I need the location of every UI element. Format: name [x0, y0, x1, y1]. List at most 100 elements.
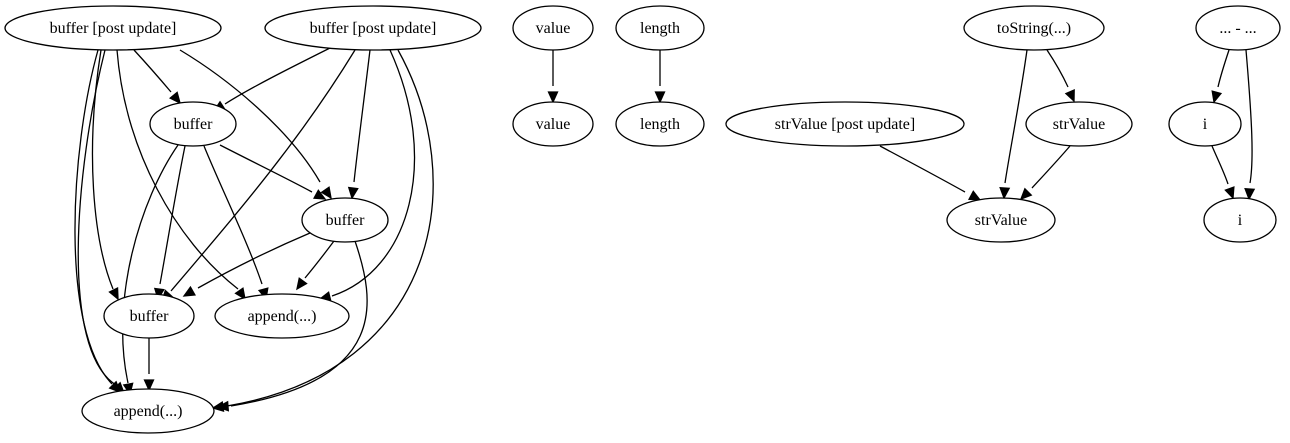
node-ellipse: [301, 197, 389, 243]
arrowhead: [216, 400, 230, 412]
arrowhead: [320, 186, 332, 200]
node-ellipse: [615, 101, 705, 147]
edge-dots-to-i1: [1211, 49, 1230, 104]
arrowhead: [182, 285, 196, 297]
edge-b2-to-bC: [160, 49, 356, 303]
node-label: length: [640, 20, 680, 37]
edge-b2-to-ap1: [318, 49, 416, 302]
arrowhead: [168, 91, 182, 105]
edge-i1-to-i2: [1211, 145, 1235, 200]
node-label: append(...): [248, 308, 317, 325]
node-ellipse: [1025, 101, 1133, 147]
node-ellipse: [615, 5, 705, 51]
node-label: buffer: [174, 116, 213, 133]
edge-b1-to-bA: [133, 49, 182, 105]
edge-svp-to-sv2: [879, 145, 982, 201]
node-label: ... - ...: [1219, 20, 1256, 37]
node-b1: buffer [post update]: [4, 5, 222, 51]
node-ellipse: [946, 197, 1056, 243]
node-label: strValue: [1053, 116, 1105, 133]
edge-ts-to-sv1: [999, 49, 1028, 200]
edge-dots-to-i2: [1244, 49, 1256, 201]
arrowhead: [654, 91, 666, 104]
node-sv1: strValue: [946, 197, 1056, 243]
arrowhead: [1211, 90, 1223, 104]
node-label: buffer [post update]: [50, 20, 177, 37]
node-label: value: [536, 20, 571, 37]
node-ellipse: [512, 5, 594, 51]
arrowhead: [108, 287, 119, 301]
edge-sv1-to-sv2: [1019, 145, 1071, 201]
node-svp: strValue [post update]: [725, 101, 965, 147]
node-ap2: append(...): [81, 388, 215, 434]
node-label: buffer: [130, 308, 169, 325]
node-bC: buffer: [103, 293, 195, 339]
node-b2: buffer [post update]: [264, 5, 482, 51]
edge-bB-to-ap2: [216, 240, 368, 412]
edge-v1-to-v2: [547, 50, 559, 104]
graph-edges: [74, 47, 1256, 412]
edge-b2-to-bB: [347, 49, 371, 200]
edge-l1-to-l2: [654, 50, 666, 104]
node-ellipse: [512, 101, 594, 147]
node-label: value: [536, 116, 571, 133]
node-bB: buffer: [301, 197, 389, 243]
arrowhead: [999, 187, 1011, 200]
edge-bC-to-ap2: [143, 337, 155, 392]
edge-ts-to-sv2: [1046, 49, 1075, 103]
arrowhead: [296, 277, 308, 291]
node-ellipse: [725, 101, 965, 147]
node-label: i: [1203, 116, 1208, 133]
node-ellipse: [81, 388, 215, 434]
arrowhead: [347, 186, 359, 200]
edge-bA-to-ap1: [203, 145, 269, 301]
arrowhead: [1224, 186, 1235, 200]
edge-b1-to-bB: [179, 49, 332, 200]
node-ellipse: [214, 293, 350, 339]
node-label: buffer [post update]: [310, 20, 437, 37]
node-ellipse: [264, 5, 482, 51]
graph-nodes: buffer [post update] buffer [post update]…: [4, 5, 1281, 434]
node-ts: toString(...): [963, 5, 1105, 51]
node-i1: i: [1168, 101, 1242, 147]
edge-bA-to-bC: [153, 145, 186, 301]
node-label: length: [640, 116, 680, 133]
arrowhead: [968, 190, 982, 201]
node-ellipse: [963, 5, 1105, 51]
node-ellipse: [149, 101, 237, 147]
edge-bB-to-bC: [182, 232, 311, 297]
node-v2: value: [512, 101, 594, 147]
arrowhead: [1064, 89, 1075, 103]
node-ellipse: [4, 5, 222, 51]
arrowhead: [143, 379, 155, 392]
edge-b2-to-bA: [212, 47, 331, 112]
node-ellipse: [1168, 101, 1242, 147]
node-l1: length: [615, 5, 705, 51]
node-label: toString(...): [997, 20, 1071, 37]
node-sv2: strValue: [1025, 101, 1133, 147]
node-ap1: append(...): [214, 293, 350, 339]
edge-bB-to-ap1: [296, 240, 335, 291]
node-dots: ... - ...: [1195, 5, 1281, 51]
arrowhead: [234, 287, 246, 301]
node-i2: i: [1203, 197, 1277, 243]
arrowhead: [547, 91, 559, 104]
edge-b1-to-ap2: [77, 49, 126, 395]
node-label: i: [1238, 212, 1243, 229]
node-ellipse: [1195, 5, 1281, 51]
edge-bA-to-ap2: [122, 144, 179, 396]
arrowhead: [313, 189, 327, 200]
node-label: strValue: [975, 212, 1027, 229]
node-ellipse: [103, 293, 195, 339]
edge-b1-to-ap2: [74, 49, 122, 394]
node-l2: length: [615, 101, 705, 147]
node-label: buffer: [326, 212, 365, 229]
node-bA: buffer: [149, 101, 237, 147]
arrowhead: [1019, 187, 1033, 201]
node-label: strValue [post update]: [775, 116, 915, 133]
node-ellipse: [1203, 197, 1277, 243]
node-v1: value: [512, 5, 594, 51]
edge-bA-to-bB: [219, 144, 327, 200]
arrowhead: [1244, 188, 1256, 201]
